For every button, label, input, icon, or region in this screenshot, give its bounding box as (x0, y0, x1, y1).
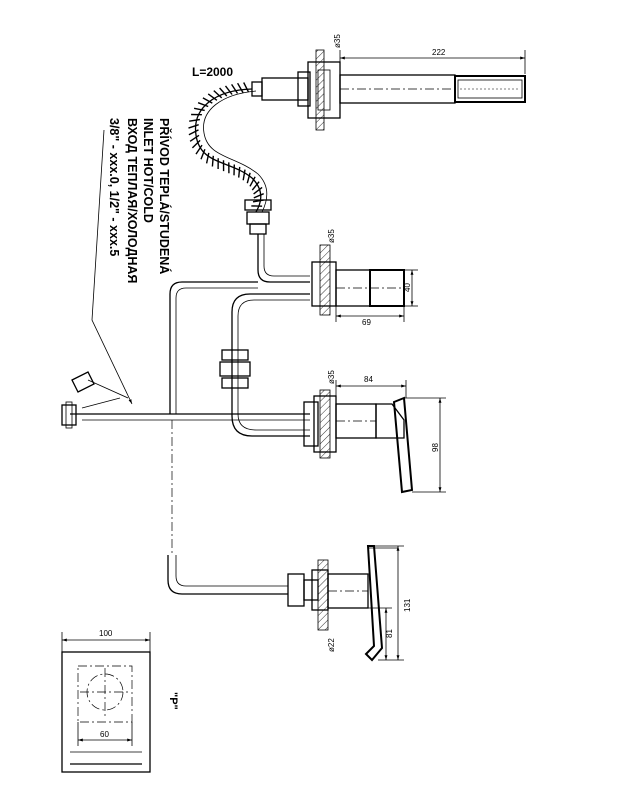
dim-handshower-length: 222 (432, 48, 446, 57)
hose-coil (191, 139, 201, 149)
hose-coil (188, 124, 199, 129)
hose-coil (238, 166, 241, 178)
hose-coil (193, 107, 205, 112)
spout-assembly: 40 69 ø35 (257, 229, 418, 327)
dim-dia-lever: ø35 (327, 370, 336, 384)
hose-coil (211, 155, 214, 167)
hose-coil (249, 176, 256, 187)
hose-coil (219, 87, 228, 97)
inlet-note-line4: 3/8" - xxx.0, 1/2" - xxx.5 (107, 118, 121, 256)
flexible-hose: L=2000 (188, 65, 272, 235)
hand-shower-assembly: 222 ø35 (251, 34, 526, 131)
hose-coil (231, 84, 239, 94)
hose-coil (200, 149, 206, 160)
dim-dia-spout: ø35 (327, 229, 336, 243)
dim-plate-inner: 60 (100, 730, 109, 739)
hose-coil (251, 181, 260, 191)
inlet-note: PŘÍVOD TEPLÁ/STUDENÁ INLET HOT/COLD ВХОД… (107, 118, 172, 283)
hose-coil (189, 118, 201, 122)
dim-lever-height: 98 (431, 443, 440, 452)
dim-dia-diverter: ø22 (327, 638, 336, 652)
hose-coil (253, 193, 264, 199)
hose-coil (246, 172, 251, 184)
hose-coil (205, 152, 210, 164)
view-label-p: "P" (167, 692, 179, 710)
inlet-note-line2: INLET HOT/COLD (141, 118, 155, 223)
hose-coil (188, 129, 199, 136)
hose-length-label: L=2000 (192, 65, 233, 79)
dim-spout-length: 69 (362, 318, 371, 327)
dim-diverter-total: 131 (403, 598, 412, 612)
dim-spout-height: 40 (403, 283, 412, 292)
hose-coil (243, 82, 250, 93)
inlet-note-line3: ВХОД ТЕПЛАЯ/ХОЛОДНАЯ (125, 118, 139, 283)
hose-coil (207, 93, 218, 101)
hose-coil (253, 186, 263, 195)
hose-coil (236, 82, 244, 93)
dim-lever-depth: 84 (364, 375, 373, 384)
hose-coil (213, 90, 223, 99)
hose-coil (202, 97, 213, 104)
hose-coil (189, 134, 200, 142)
dim-dia-top: ø35 (333, 34, 342, 48)
hose-coil (242, 169, 246, 181)
hose-coil (195, 144, 203, 155)
supply-piping (61, 281, 310, 595)
dim-diverter-lower: 81 (385, 629, 394, 638)
inlet-note-line1: PŘÍVOD TEPLÁ/STUDENÁ (157, 118, 172, 274)
dim-plate-width: 100 (99, 629, 113, 638)
diverter-assembly: 131 81 ø22 (287, 545, 412, 662)
hose-coil (197, 102, 209, 108)
hose-coil (224, 85, 233, 95)
wall-plate-view: 100 60 "P" (61, 629, 179, 773)
lever-mixer-assembly: 84 98 ø35 (303, 370, 446, 494)
